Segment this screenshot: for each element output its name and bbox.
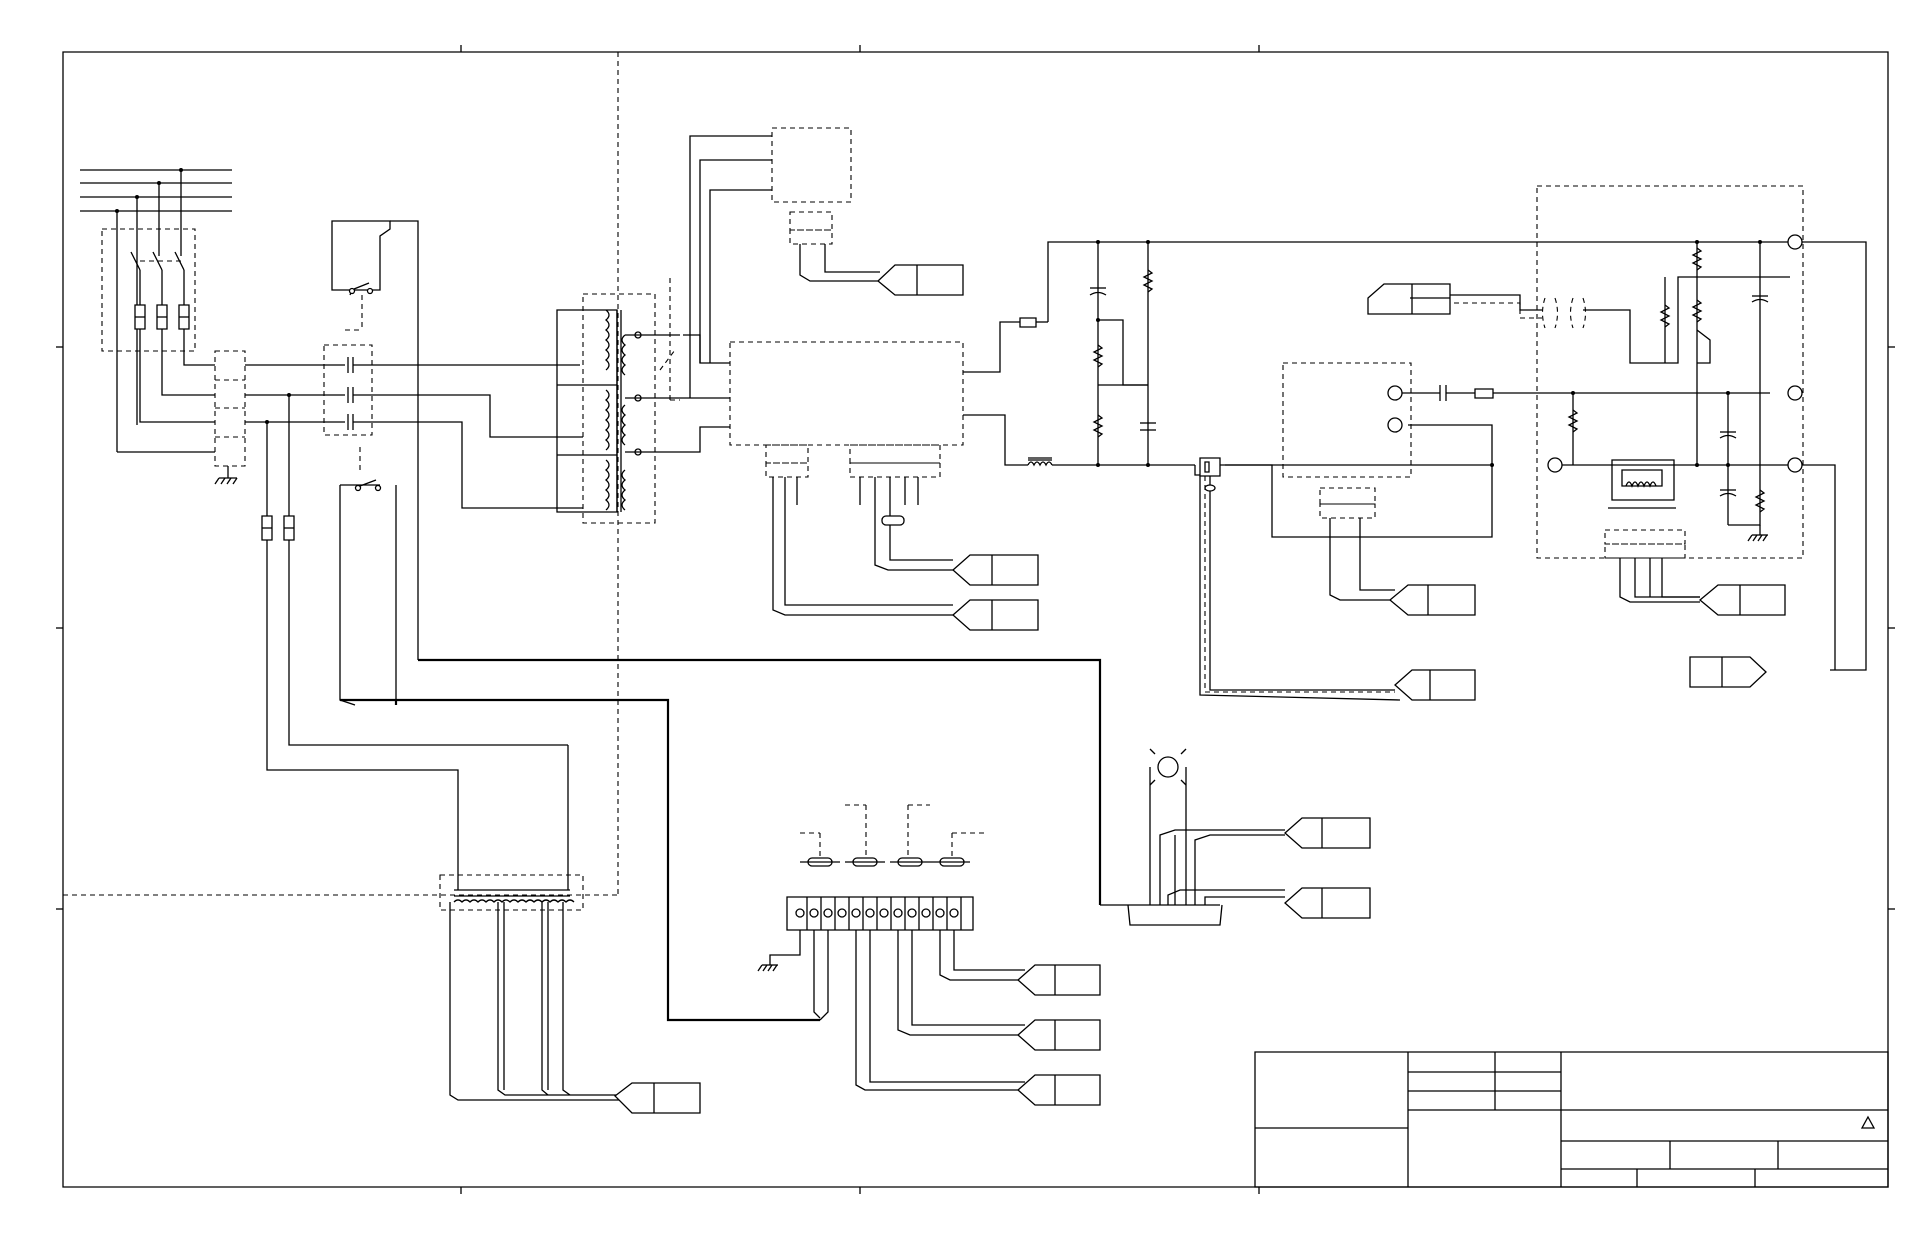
input-transformer (557, 278, 683, 523)
ground-icon (215, 466, 237, 484)
hf-module (1368, 186, 1866, 687)
contactor (245, 221, 583, 705)
control-transformer (440, 745, 700, 1113)
drawing-frame (56, 45, 1895, 1194)
junction-dots (1096, 240, 1762, 467)
mains-input (80, 168, 245, 484)
tap-fuses (262, 393, 568, 770)
heavy-wire (340, 660, 1100, 1020)
sub-module (1283, 363, 1770, 615)
zone-boundaries (63, 52, 618, 895)
jumper-connectors (800, 805, 988, 866)
current-sensor (1195, 425, 1492, 700)
ground-icon (1748, 525, 1768, 541)
title-block (1255, 1052, 1888, 1187)
ground-icon (758, 965, 778, 971)
disconnect-switch (131, 252, 184, 305)
control-module (683, 128, 1038, 630)
revision-triangle-icon (1862, 1117, 1874, 1128)
terminal-strip (758, 805, 1100, 1105)
capacitor-icon (348, 357, 353, 430)
terminal-screws (796, 897, 961, 930)
output-filter (963, 242, 1790, 465)
indicator-lamp (1100, 749, 1370, 925)
main-fuses (135, 305, 189, 329)
